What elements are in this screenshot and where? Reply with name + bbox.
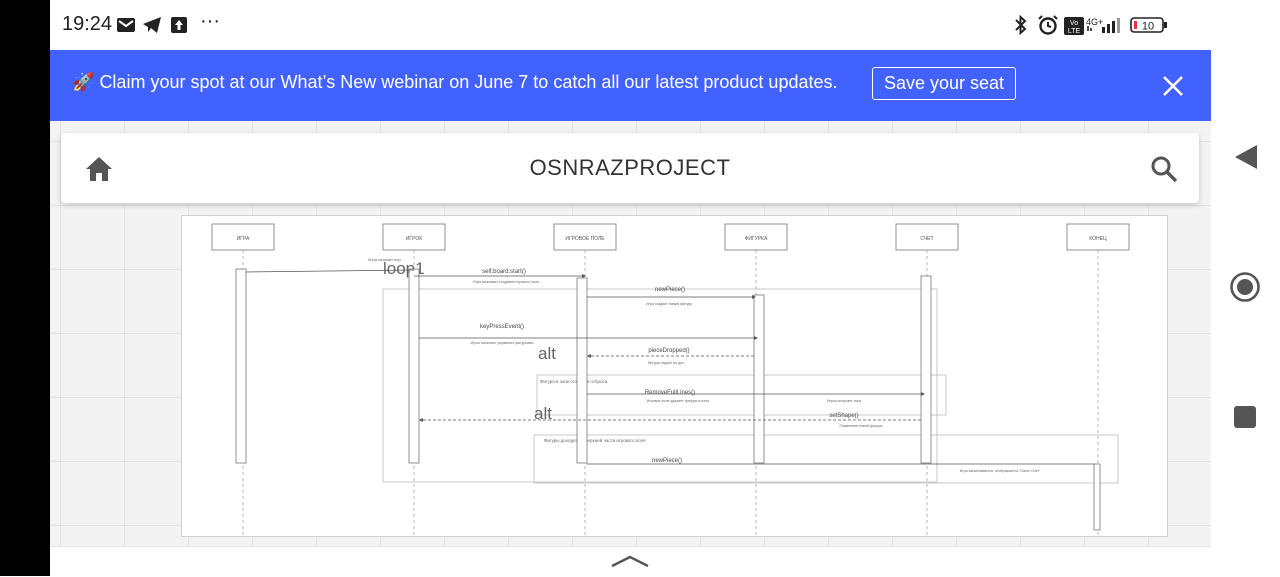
search-icon[interactable] [1149, 154, 1179, 184]
battery-level: 10 [1142, 21, 1154, 33]
bluetooth-icon [1014, 15, 1028, 35]
participant-field: ИГРОВОЕ ПОЛЕ [553, 223, 617, 251]
side-note: Игрок получает очки [827, 399, 861, 403]
alarm-icon [1037, 15, 1059, 35]
frame-label-alt: alt [534, 404, 552, 423]
network-type: 4G+ [1086, 17, 1104, 27]
banner-text: Claim your spot at our What’s New webina… [99, 72, 838, 92]
save-seat-button[interactable]: Save your seat [872, 67, 1016, 100]
participant-player: ИГРОК [382, 223, 446, 251]
message-notes: Игра вызывает создание игрового поля Игр… [470, 280, 1040, 473]
message-arrows [245, 269, 1094, 465]
side-note: Игра заканчивается, отображается "Game O… [960, 469, 1041, 473]
gmail-icon [116, 15, 136, 35]
message-note: Игровое поле удаляет фигуры в поле [647, 399, 710, 403]
message-label: newPiece() [655, 287, 685, 293]
message-note: Игрок начинает управлять фигурками [470, 341, 533, 345]
participant-label: ФИГУРКА [745, 236, 769, 242]
start-note: Игрок начинает игру [368, 258, 401, 262]
signal-icon [1086, 15, 1124, 35]
rocket-icon: 🚀 [72, 72, 95, 92]
chevron-up-icon[interactable] [610, 553, 650, 569]
participant-end: КОНЕЦ [1066, 223, 1130, 251]
board-title: OSNRAZPROJECT [529, 155, 731, 180]
alt-frame-1 [536, 374, 947, 416]
message-note: Игра создает новую фигуру [646, 302, 692, 306]
recent-apps-icon[interactable] [1234, 406, 1256, 428]
frame-label-alt: alt [538, 344, 556, 363]
svg-text:LTE: LTE [1068, 28, 1081, 35]
arrow-heads [419, 274, 925, 422]
message-note: Фигура падает на дно [648, 361, 684, 365]
board-header: OSNRAZPROJECT [61, 133, 1199, 203]
back-icon[interactable] [1233, 143, 1259, 171]
more-notifications-icon: ··· [200, 9, 220, 32]
participant-game: ИГРА [211, 223, 275, 251]
participant-label: СЧЕТ [920, 236, 933, 242]
alt-condition: Фигуры доходят до верхней части игрового… [544, 437, 646, 443]
message-label: self.board.start() [482, 269, 526, 275]
close-banner-icon[interactable] [1160, 73, 1186, 99]
promo-banner: 🚀 Claim your spot at our What’s New webi… [50, 50, 1211, 121]
battery-icon: 10 [1130, 15, 1168, 35]
svg-text:Vo: Vo [1070, 20, 1078, 27]
message-label: RemoveFullLines() [645, 390, 695, 396]
left-letterbox [0, 0, 50, 576]
home-icon[interactable] [83, 153, 115, 185]
nav-home-icon[interactable] [1229, 271, 1261, 303]
participant-label: ИГРА [237, 236, 250, 242]
banner-message: 🚀 Claim your spot at our What’s New webi… [72, 72, 838, 93]
upload-icon [170, 15, 188, 35]
message-label: pieceDropped() [648, 348, 689, 354]
participant-label: ИГРОК [406, 236, 422, 242]
alt-frame-2 [533, 434, 1119, 484]
message-label: setShape() [829, 413, 858, 419]
message-note: Игра вызывает создание игрового поля [473, 280, 539, 284]
loop-frame [382, 288, 938, 483]
message-labels: self.board.start() newPiece() keyPressEv… [480, 269, 859, 464]
telegram-icon [142, 15, 162, 35]
sequence-diagram[interactable]: ИГРА ИГРОК ИГРОВОЕ ПОЛЕ ФИГУРКА СЧЕТ КОН… [181, 215, 1168, 538]
alt-condition: Фигура в зоне сгорания отброса [540, 379, 608, 384]
message-label: keyPressEvent() [480, 324, 524, 330]
participant-label: КОНЕЦ [1089, 236, 1107, 242]
bottom-bar [50, 546, 1211, 577]
message-note: Появление новой фигуры [840, 424, 883, 428]
status-time: 19:24 [62, 13, 113, 35]
message-label: newPiece() [652, 458, 682, 464]
participant-piece: ФИГУРКА [724, 223, 788, 251]
participant-label: ИГРОВОЕ ПОЛЕ [565, 236, 605, 242]
participant-score: СЧЕТ [895, 223, 959, 251]
